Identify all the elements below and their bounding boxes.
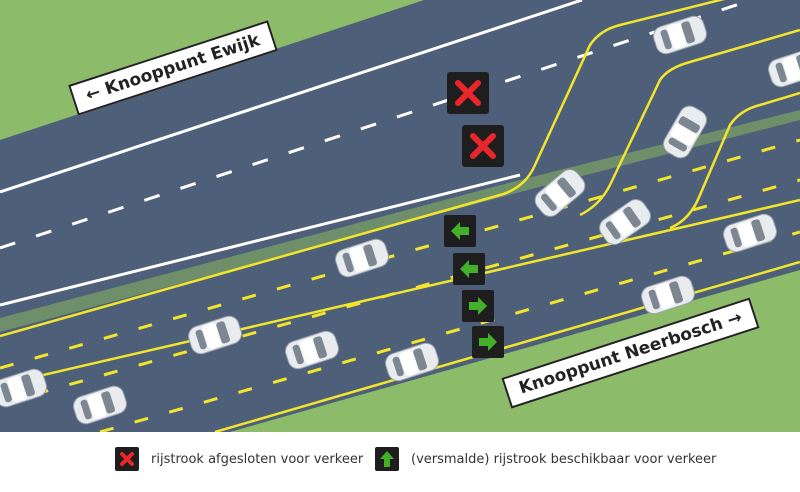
- car: [599, 199, 651, 245]
- lane-signal-right: [472, 326, 504, 358]
- yellow-line: [0, 0, 726, 338]
- lane-signal-right: [462, 290, 494, 322]
- edge-line-white-lower: [0, 173, 521, 307]
- lane-dash-yellow: [0, 138, 800, 370]
- car: [653, 15, 707, 55]
- car: [385, 342, 439, 382]
- car: [723, 213, 777, 253]
- car: [73, 385, 127, 425]
- lane-dash-white: [0, 0, 757, 250]
- edge-line-yellow: [214, 260, 800, 432]
- road-illustration: [0, 0, 800, 432]
- legend: rijstrook afgesloten voor verkeer (versm…: [0, 432, 800, 492]
- arrow-right-icon: →: [724, 307, 745, 331]
- red-x-icon: [115, 447, 139, 471]
- car: [188, 315, 242, 355]
- yellow-line: [579, 28, 800, 217]
- arrow-left-icon: ←: [83, 82, 104, 106]
- lane-line-yellow: [0, 198, 800, 387]
- median-strip: [0, 110, 800, 332]
- lane-signal-closed: [462, 125, 504, 167]
- car: [335, 238, 389, 278]
- car: [285, 330, 339, 370]
- car: [663, 105, 707, 159]
- lane-signal-left: [444, 215, 476, 247]
- legend-item-open: (versmalde) rijstrook beschikbaar voor v…: [375, 447, 716, 471]
- car: [641, 275, 695, 315]
- lane-dash-yellow: [99, 230, 800, 432]
- car: [534, 169, 586, 217]
- lane-signal-left: [453, 253, 485, 285]
- car: [0, 368, 47, 408]
- edge-line-white: [0, 0, 583, 194]
- green-arrow-up-icon: [375, 447, 399, 471]
- lane-signal-closed: [447, 72, 489, 114]
- lane-dash-yellow: [0, 178, 800, 406]
- legend-item-closed: rijstrook afgesloten voor verkeer: [115, 447, 363, 471]
- yellow-line: [669, 91, 800, 230]
